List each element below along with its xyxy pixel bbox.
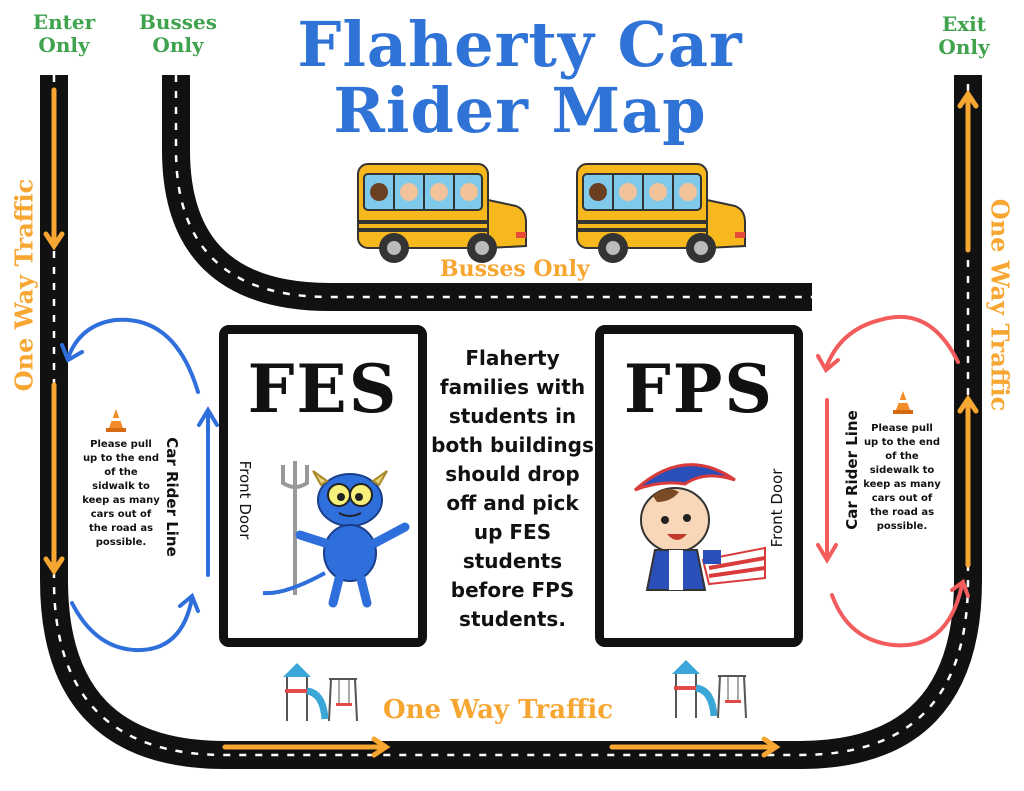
fps-car-line-arrows	[816, 314, 970, 648]
orange-arrow-left-1	[43, 87, 65, 251]
fps-note-line: the road as	[869, 507, 935, 518]
fes-note-line: up to the end	[82, 453, 160, 464]
fes-note-line: keep as many	[82, 495, 160, 506]
busses-only-top-label: Busses Only	[128, 11, 228, 57]
playground-icon	[283, 663, 358, 722]
enter-only-label: Enter Only	[14, 11, 114, 57]
fps-name: FPS	[623, 350, 775, 428]
center-message-line: up FES	[473, 520, 552, 544]
center-message-line: before FPS	[450, 578, 575, 602]
playground-icon	[672, 660, 747, 719]
fes-note-line: Please pull	[90, 439, 152, 450]
center-message-line: families with	[439, 375, 586, 399]
center-message-line: students	[462, 549, 563, 573]
title-line2: Rider Map	[333, 74, 707, 147]
main-loop-road-dashes	[52, 75, 970, 757]
fps-note-line: of the	[885, 451, 919, 462]
orange-arrow-right-1	[957, 89, 979, 253]
exit-only-line1: Exit	[941, 12, 986, 36]
fps-note-line: sidewalk to	[869, 465, 935, 476]
fps-note-line: up to the end	[863, 437, 941, 448]
fes-note-line: of the	[104, 467, 138, 478]
orange-arrow-right-2	[957, 394, 979, 568]
fps-note-line: Please pull	[871, 423, 933, 434]
center-message-line: students.	[459, 607, 566, 631]
fes-note-line: possible.	[95, 537, 147, 548]
orange-arrow-bottom-1	[222, 736, 391, 758]
fes-pull-up-note: Please pull up to the end of the sidwalk…	[66, 438, 176, 550]
page-title: Flaherty Car Rider Map	[240, 12, 800, 144]
traffic-cone-icon	[893, 391, 913, 414]
school-bus-icon	[576, 163, 746, 263]
one-way-traffic-left: One Way Traffic	[9, 178, 39, 392]
orange-arrow-bottom-2	[609, 736, 781, 758]
fes-front-door-label: Front Door	[236, 460, 254, 540]
fps-note-line: possible.	[876, 521, 928, 532]
center-message-line: off and pick	[446, 491, 579, 515]
traffic-cone-icon	[106, 409, 126, 432]
fes-note-line: cars out of	[90, 509, 152, 520]
patriot-mascot	[633, 463, 766, 591]
busses-only-label: Busses Only	[440, 256, 590, 282]
busses-only-top-line1: Busses	[139, 10, 217, 34]
fes-name: FES	[247, 350, 399, 428]
fps-pull-up-note: Please pull up to the end of the sidewal…	[852, 422, 952, 534]
enter-only-line2: Only	[38, 33, 90, 57]
exit-only-label: Exit Only	[914, 13, 1014, 59]
fes-note-line: the road as	[88, 523, 154, 534]
fps-building: FPS	[595, 325, 803, 647]
one-way-traffic-bottom: One Way Traffic	[383, 695, 614, 725]
center-message-line: students in	[448, 404, 577, 428]
exit-only-line2: Only	[938, 35, 990, 59]
center-message-line: Flaherty	[465, 346, 560, 370]
school-bus-icon	[357, 163, 527, 263]
enter-only-line1: Enter	[32, 10, 96, 34]
fes-car-line-arrows	[60, 317, 219, 653]
center-message-line: should drop	[445, 462, 580, 486]
fps-note-line: keep as many	[863, 479, 941, 490]
busses-only-top-line2: Only	[152, 33, 204, 57]
center-message: Flaherty families with students in both …	[425, 344, 600, 634]
bus-road-dashes	[174, 75, 812, 299]
center-message-line: both buildings	[431, 433, 594, 457]
fps-note-line: cars out of	[871, 493, 933, 504]
title-line1: Flaherty Car	[297, 8, 743, 81]
orange-arrow-left-2	[43, 382, 65, 576]
one-way-traffic-right: One Way Traffic	[985, 198, 1015, 412]
fes-note-line: sidwalk to	[92, 481, 150, 492]
blue-devil-mascot	[262, 461, 410, 608]
